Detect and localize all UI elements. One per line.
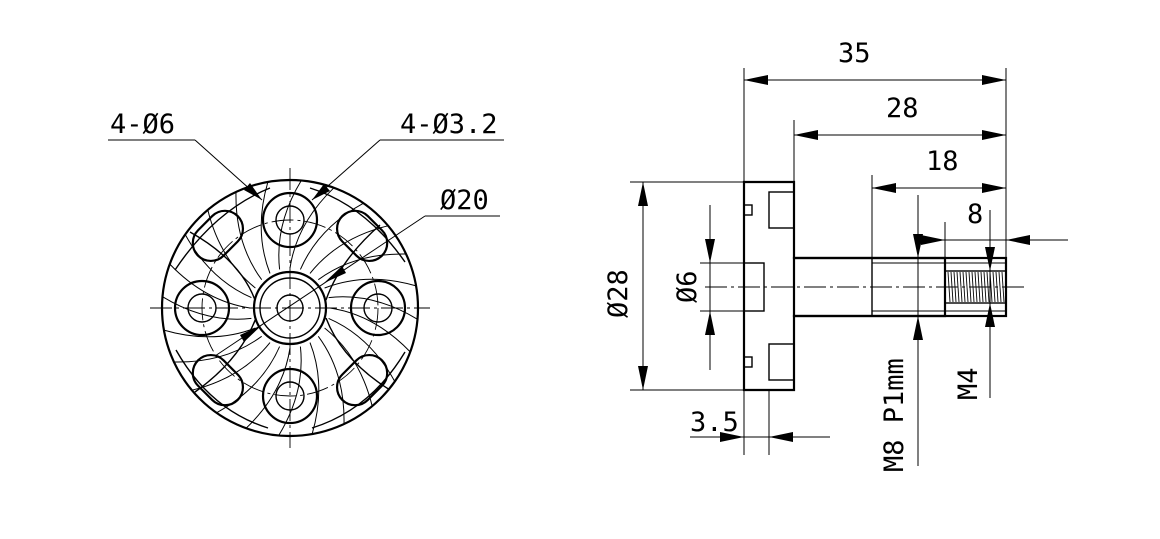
dim-outer-thread: M8 P1mm	[879, 234, 923, 472]
spoke-line	[173, 335, 262, 363]
label-thread-section: 18	[926, 146, 959, 177]
spoke-line	[328, 296, 418, 320]
spoke-line	[260, 181, 271, 274]
flange-pockets	[768, 191, 795, 381]
spoke-line	[162, 296, 252, 320]
label-thread-length: 8	[967, 199, 983, 230]
spoke-line	[278, 180, 302, 270]
extension-lines	[630, 68, 1007, 466]
dim-shaft-length: 28	[794, 93, 1006, 140]
side-view: 35 28 18 8 Ø28	[603, 38, 1068, 472]
kidney-slots	[191, 209, 389, 407]
spoke-line	[163, 327, 256, 338]
kidney-slot	[335, 209, 389, 263]
dim-overall-length: 35	[744, 38, 1006, 85]
spoke-line	[329, 307, 411, 353]
thread-line	[998, 271, 1002, 303]
label-overall-length: 35	[838, 38, 871, 69]
label-flange-thickness: 3.5	[690, 407, 739, 438]
spoke-line	[328, 317, 396, 382]
thread-line	[959, 271, 963, 303]
spoke-line	[245, 347, 291, 429]
spoke-line	[309, 342, 320, 435]
label-holes-inner: 4-Ø3.2	[400, 109, 498, 140]
dim-thread-section: 18	[872, 146, 1006, 193]
section-body	[742, 180, 947, 392]
label-center-dia: Ø20	[440, 185, 489, 216]
contour-arcs	[174, 187, 406, 429]
flange-notches	[743, 204, 753, 368]
leader-holes-outer: 4-Ø6	[108, 109, 263, 201]
label-holes-outer: 4-Ø6	[110, 109, 175, 140]
leader-holes-inner: 4-Ø3.2	[311, 109, 504, 201]
dim-inner-thread: M4	[953, 247, 995, 400]
thread-line	[965, 271, 969, 303]
front-centerlines	[150, 168, 430, 448]
dim-flange-dia: Ø28	[603, 182, 648, 390]
spoke-line	[216, 346, 281, 414]
label-shaft-length: 28	[886, 93, 919, 124]
spoke-line	[184, 234, 252, 299]
spoke-line	[324, 278, 417, 289]
spoke-line	[169, 263, 251, 309]
spoke-line	[235, 191, 263, 280]
label-flange-dia: Ø28	[603, 269, 634, 318]
label-outer-thread: M8 P1mm	[879, 358, 910, 472]
spoke-line	[299, 202, 364, 270]
dim-bore-dia: Ø6	[672, 205, 715, 370]
kidney-slot	[191, 353, 245, 407]
thread-line	[992, 271, 996, 303]
front-view: 4-Ø6 4-Ø3.2 Ø20	[108, 109, 504, 448]
kidney-slot	[191, 209, 245, 263]
spoke-line	[278, 346, 302, 436]
kidney-slot	[335, 353, 389, 407]
label-bore-dia: Ø6	[672, 270, 703, 303]
dim-thread-length: 8	[920, 199, 1068, 258]
dim-flange-thickness: 3.5	[690, 407, 830, 442]
label-inner-thread: M4	[953, 367, 984, 400]
leader-center-dia: Ø20	[214, 185, 500, 357]
